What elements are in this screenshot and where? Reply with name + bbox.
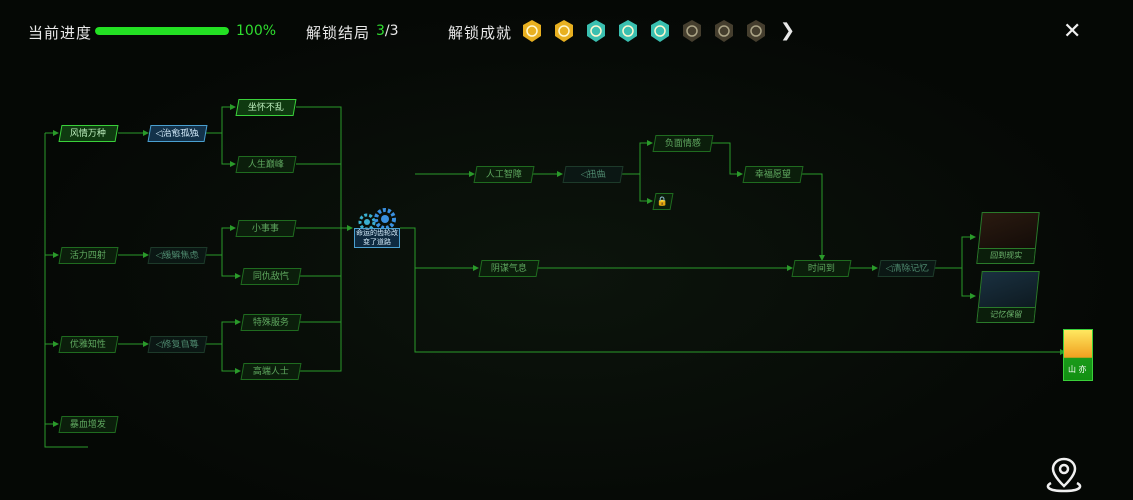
locked-medal-icon[interactable] bbox=[713, 19, 735, 43]
endings-unlocked: 3 bbox=[376, 23, 385, 39]
final-ending-card[interactable] bbox=[1063, 329, 1093, 381]
final-ending-label: 山 亦 bbox=[1068, 365, 1087, 374]
node-huoli[interactable]: 活力四射 bbox=[58, 247, 119, 264]
node-rensheng[interactable]: 人生巅峰 bbox=[235, 156, 297, 173]
location-pin-icon[interactable] bbox=[1043, 455, 1085, 495]
node-xingfu[interactable]: 幸福愿望 bbox=[742, 166, 804, 183]
close-icon[interactable]: ✕ bbox=[1063, 19, 1082, 44]
teal-medal-icon[interactable] bbox=[617, 19, 639, 43]
node-shijian[interactable]: 时间到 bbox=[791, 260, 852, 277]
node-xiaoshishi[interactable]: 小事事 bbox=[235, 220, 297, 237]
locked-medal-icon[interactable] bbox=[745, 19, 767, 43]
gold-medal-icon[interactable] bbox=[553, 19, 575, 43]
node-zuohuai[interactable]: 坐怀不乱 bbox=[235, 99, 297, 116]
teal-medal-icon[interactable] bbox=[649, 19, 671, 43]
gear-label: 命运的齿轮改变了道路 bbox=[354, 228, 400, 248]
top-bar: 当前进度 100% 解锁结局 3/3 解锁成就 ❯ ✕ bbox=[0, 0, 1133, 64]
node-locked[interactable]: 🔒 bbox=[652, 193, 674, 210]
progress-bar bbox=[95, 27, 229, 35]
ending-huidao[interactable]: 回到现实 bbox=[976, 212, 1040, 264]
node-rengong[interactable]: 人工智障 bbox=[473, 166, 535, 183]
endings-count: 3/3 bbox=[376, 23, 399, 39]
node-jiesu[interactable]: ◁ 缓解焦虑 bbox=[147, 247, 208, 264]
ending-jiyi[interactable]: 记忆保留 bbox=[976, 271, 1040, 323]
node-tongdi[interactable]: 同仇敌忾 bbox=[240, 268, 302, 285]
endings-total: /3 bbox=[384, 23, 399, 39]
progress-label: 当前进度 bbox=[28, 24, 93, 42]
node-xiufu[interactable]: ◁ 修复自尊 bbox=[147, 336, 208, 353]
node-zhiyu[interactable]: ◁ 治愈孤独 bbox=[147, 125, 208, 142]
achievements-label: 解锁成就 bbox=[448, 24, 513, 42]
node-qingchu[interactable]: ◁ 清除记忆 bbox=[877, 260, 937, 277]
node-fumian[interactable]: 负面情感 bbox=[652, 135, 714, 152]
node-yinmou[interactable]: 阴谋气息 bbox=[478, 260, 540, 277]
node-fengqing[interactable]: 风情万种 bbox=[58, 125, 119, 142]
lock-icon: 🔒 bbox=[657, 197, 669, 207]
teal-medal-icon[interactable] bbox=[585, 19, 607, 43]
endings-label: 解锁结局 bbox=[306, 24, 371, 42]
locked-medal-icon[interactable] bbox=[681, 19, 703, 43]
node-niuqu[interactable]: ◁ 扭曲 bbox=[562, 166, 624, 183]
gold-medal-icon[interactable] bbox=[521, 19, 543, 43]
node-youya[interactable]: 优雅知性 bbox=[58, 336, 119, 353]
progress-percent: 100% bbox=[236, 23, 277, 39]
chevron-right-icon[interactable]: ❯ bbox=[780, 20, 796, 41]
progress-bar-fill bbox=[95, 27, 229, 35]
node-teshu[interactable]: 特殊服务 bbox=[240, 314, 302, 331]
node-baoxue[interactable]: 暴血增发 bbox=[58, 416, 119, 433]
node-gaoduan[interactable]: 高端人士 bbox=[240, 363, 302, 380]
